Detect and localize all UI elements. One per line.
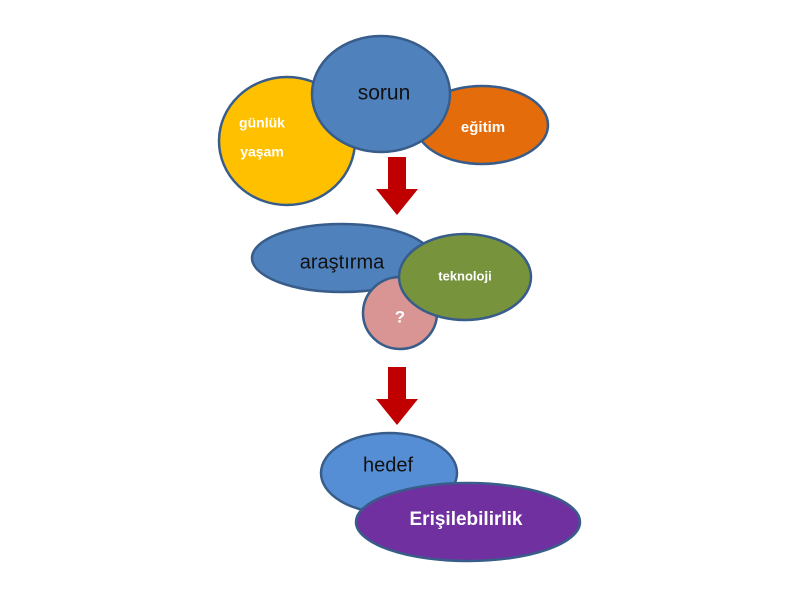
down-arrow-icon [376, 157, 418, 215]
soru-label: ? [395, 307, 405, 326]
sorun-shape [310, 34, 452, 154]
node-teknoloji: teknoloji [397, 232, 533, 322]
gunluk-label-line2: yaşam [240, 144, 284, 160]
sorun-label: sorun [358, 82, 411, 105]
arastirma-label: araştırma [300, 251, 385, 273]
down-arrow-icon [376, 367, 418, 425]
teknoloji-shape [397, 232, 533, 322]
teknoloji-label: teknoloji [438, 268, 491, 283]
hedef-label: hedef [363, 454, 413, 476]
egitim-label: eğitim [461, 119, 505, 136]
erisilebilirlik-label: Erişilebilirlik [410, 509, 523, 530]
node-erisilebilirlik: Erişilebilirlik [354, 481, 582, 563]
node-sorun: sorun [310, 34, 452, 154]
gunluk-label-line1: günlük [239, 115, 285, 131]
erisilebilirlik-shape [354, 481, 582, 563]
